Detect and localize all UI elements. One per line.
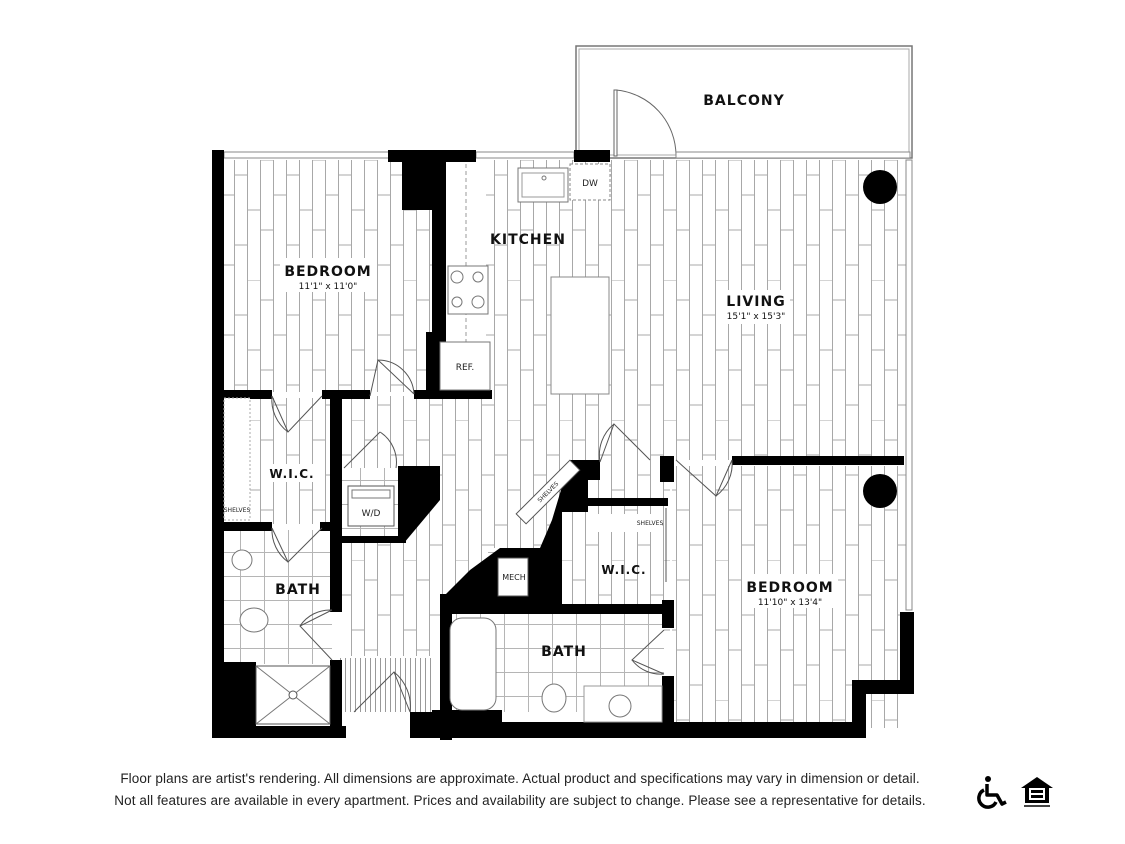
- svg-text:SHELVES: SHELVES: [224, 507, 251, 514]
- refrigerator: [439, 341, 491, 391]
- bedroom-1-door[interactable]: [369, 359, 415, 397]
- dishwasher: [569, 163, 611, 201]
- balcony-door[interactable]: [615, 89, 677, 157]
- room-label-bath-2: BATH: [541, 644, 587, 660]
- doors: [271, 359, 733, 713]
- bath-1-toilet: [239, 607, 269, 633]
- room-label-bedroom-1: BEDROOM: [284, 264, 371, 280]
- kitchen-fixtures: DW KITCHEN REF.: [439, 163, 611, 395]
- svg-text:MECH: MECH: [502, 573, 526, 582]
- bath-2-sink: [608, 694, 632, 718]
- room-label-kitchen: KITCHEN: [490, 232, 566, 248]
- wheelchair-accessibility-icon: [977, 776, 1007, 809]
- room-label-living: LIVING: [726, 294, 785, 310]
- bath-2-door[interactable]: [631, 629, 665, 675]
- disclaimer-line-1: Floor plans are artist's rendering. All …: [120, 771, 920, 786]
- room-label-bath-1: BATH: [275, 582, 321, 598]
- room-dim-living: 15'1" x 15'3": [727, 312, 786, 322]
- wic-1-floor: [248, 398, 332, 524]
- mech-unit: [497, 557, 529, 597]
- balcony: BALCONY: [575, 45, 913, 159]
- wic-1-door[interactable]: [271, 395, 323, 433]
- room-dim-bedroom-2: 11'10" x 13'4": [758, 598, 822, 608]
- kitchen-sink: [517, 167, 569, 203]
- svg-text:REF.: REF.: [456, 363, 475, 373]
- walls: [212, 150, 914, 740]
- room-label-wic-1: W.I.C.: [269, 467, 314, 481]
- svg-text:SHELVES: SHELVES: [637, 520, 664, 527]
- room-dim-bedroom-1: 11'1" x 11'0": [299, 282, 358, 292]
- bathtub: [449, 617, 497, 711]
- bath-1-door[interactable]: [271, 527, 323, 563]
- washer-dryer: [347, 485, 395, 527]
- hall-closet-door[interactable]: [598, 423, 651, 463]
- bath-2-toilet: [541, 683, 567, 713]
- entry-door[interactable]: [353, 671, 411, 713]
- svg-text:DW: DW: [582, 179, 598, 189]
- room-label-balcony: BALCONY: [703, 93, 784, 109]
- entry-threshold: [340, 658, 434, 712]
- disclaimer-line-2: Not all features are available in every …: [114, 793, 926, 808]
- bath-1-inner-door[interactable]: [299, 609, 333, 661]
- svg-text:W/D: W/D: [362, 509, 381, 519]
- wd-door[interactable]: [343, 431, 397, 469]
- room-labels: BEDROOM 11'1" x 11'0" LIVING 15'1" x 15'…: [223, 258, 838, 725]
- room-label-bedroom-2: BEDROOM: [746, 580, 833, 596]
- bath-1-sink: [231, 549, 253, 571]
- room-label-wic-2: W.I.C.: [601, 563, 646, 577]
- wic-2-floor: [590, 534, 662, 606]
- kitchen-island: [550, 276, 610, 395]
- bedroom-2-door[interactable]: [675, 459, 733, 497]
- equal-housing-opportunity-icon: [1021, 777, 1053, 807]
- floor-plan: BALCONY: [212, 45, 914, 740]
